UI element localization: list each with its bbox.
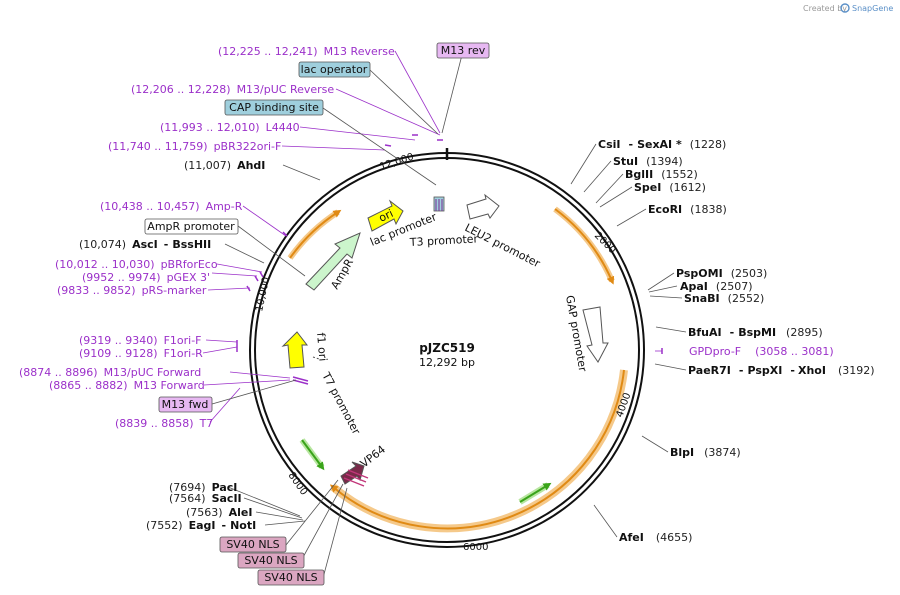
t7-promoter-label: T7 promoter — [319, 369, 363, 437]
primer-label[interactable]: (11,993 .. 12,010)L4440 — [160, 121, 300, 134]
enzyme-label[interactable]: AfeI(4655) — [619, 531, 692, 544]
sv40-nls-box-1[interactable] — [219, 536, 287, 553]
enzyme-label[interactable]: CsiI-SexAI *(1228) — [598, 138, 726, 151]
primer-label[interactable]: (10,012 .. 10,030)pBRforEco — [55, 258, 218, 271]
plasmid-length: 12,292 bp — [419, 356, 475, 369]
f1-ori-feature-arrow[interactable] — [281, 331, 309, 369]
m13-rev-label: M13 rev — [441, 44, 486, 57]
t3-promoter-marks — [435, 199, 443, 211]
cap-binding-site-label: CAP binding site — [229, 101, 319, 114]
enzyme-label[interactable]: (7694)PacI — [169, 481, 237, 494]
ampr-feature-arrow[interactable] — [305, 232, 361, 291]
orf-arrow-ampr — [289, 209, 342, 259]
sv40-nls-box-2[interactable] — [237, 552, 305, 569]
f1-ori-primer-marks — [312, 356, 323, 361]
enzyme-label[interactable]: (7563)AleI — [186, 506, 252, 519]
cap-binding-site-box[interactable] — [224, 99, 324, 116]
gap-promoter-arrow[interactable] — [582, 306, 609, 363]
plasmid-name: pJZC519 — [419, 341, 475, 355]
sv40-nls-label-1: SV40 NLS — [226, 538, 279, 551]
sv40-nls-label-2: SV40 NLS — [244, 554, 297, 567]
orf-arrow-leu2 — [554, 208, 615, 285]
credit-prefix: Created by — [803, 4, 847, 13]
primer-label-gpdpro[interactable]: GPDpro-F(3058 .. 3081) — [689, 345, 834, 358]
vp64-label: VP64 — [358, 443, 388, 471]
sv40-nls-box-3[interactable] — [257, 569, 325, 586]
orf-arrow-large — [329, 369, 625, 530]
tick-12000: 12,000 — [379, 152, 416, 173]
lac-operator-label: lac operator — [301, 63, 368, 76]
orf-arrow-green-1 — [519, 482, 552, 503]
enzyme-label[interactable]: PspOMI(2503) — [676, 267, 767, 280]
primer-label[interactable]: (11,740 .. 11,759)pBR322ori-F — [108, 140, 281, 153]
credit-brand: SnapGene — [852, 4, 893, 13]
primer-label[interactable]: (9952 .. 9974)pGEX 3' — [82, 271, 210, 284]
primer-label[interactable]: (8874 .. 8896)M13/pUC Forward — [19, 366, 201, 379]
primer-label[interactable]: (9319 .. 9340)F1ori-F — [79, 334, 202, 347]
tick-10000: 10,000 — [254, 276, 272, 313]
lac-operator-box[interactable] — [298, 61, 371, 78]
ori-label: ori — [377, 207, 395, 225]
sv40-nls-marks — [343, 469, 369, 487]
gap-promoter-label: GAP promoter — [563, 294, 589, 373]
primer-label[interactable]: (9833 .. 9852)pRS-marker — [57, 284, 207, 297]
primer-site-marks — [236, 134, 663, 354]
primer-leader-lines — [202, 50, 662, 423]
primer-label[interactable]: (12,225 .. 12,241)M13 Reverse — [218, 45, 395, 58]
snapgene-logo-icon — [840, 3, 850, 13]
orf-arrow-green-2 — [301, 439, 325, 471]
enzyme-label[interactable]: EcoRI(1838) — [648, 203, 727, 216]
m13-fwd-marks — [292, 376, 309, 385]
leu2-promoter-arrow[interactable] — [466, 193, 500, 220]
enzyme-label[interactable]: BglII(1552) — [625, 168, 698, 181]
primer-label[interactable]: (12,206 .. 12,228)M13/pUC Reverse — [131, 83, 334, 96]
f1-ori-label: f1 ori — [314, 332, 329, 362]
enzyme-label[interactable]: (10,074)AscI-BssHII — [79, 238, 211, 251]
m13-fwd-box[interactable] — [158, 396, 213, 413]
t3-promoter-label: T3 promoter — [408, 232, 478, 249]
enzyme-label[interactable]: PaeR7I-PspXI-XhoI(3192) — [688, 364, 875, 377]
ori-feature-arrow[interactable] — [367, 199, 404, 232]
enzyme-labels-right: CsiI-SexAI *(1228) StuI(1394) BglII(1552… — [598, 138, 875, 544]
primer-label[interactable]: (10,438 .. 10,457)Amp-R — [100, 200, 243, 213]
leu2-promoter-label: LEU2 promoter — [463, 221, 543, 270]
enzyme-leader-lines — [224, 143, 687, 538]
enzyme-label[interactable]: BlpI(3874) — [670, 446, 741, 459]
enzyme-label[interactable]: (7564)SacII — [169, 492, 242, 505]
primer-labels-left: (12,225 .. 12,241)M13 Reverse (12,206 ..… — [19, 45, 395, 430]
sv40-nls-label-3: SV40 NLS — [264, 571, 317, 584]
enzyme-label[interactable]: ApaI(2507) — [680, 280, 752, 293]
enzyme-label[interactable]: SpeI(1612) — [634, 181, 706, 194]
ampr-promoter-label: AmpR promoter — [147, 220, 235, 233]
orf-highlight-arc-3 — [287, 209, 340, 260]
primer-label[interactable]: (8865 .. 8882)M13 Forward — [49, 379, 205, 392]
tick-8000: 8000 — [286, 470, 310, 497]
m13-rev-box[interactable] — [436, 42, 490, 59]
misc-leader-lines — [211, 50, 464, 579]
enzyme-label[interactable]: SnaBI(2552) — [684, 292, 764, 305]
m13-fwd-label: M13 fwd — [162, 398, 209, 411]
primer-label[interactable]: (8839 .. 8858)T7 — [115, 417, 213, 430]
ampr-promoter-box[interactable] — [144, 218, 239, 235]
enzyme-label[interactable]: BfuAI-BspMI(2895) — [688, 326, 823, 339]
tick-6000: 6000 — [463, 542, 488, 553]
enzyme-label[interactable]: (11,007)AhdI — [184, 159, 265, 172]
enzyme-label[interactable]: StuI(1394) — [613, 155, 683, 168]
enzyme-labels-left: (11,007)AhdI (10,074)AscI-BssHII (7694)P… — [79, 159, 265, 532]
enzyme-label[interactable]: (7552)EagI-NotI — [146, 519, 256, 532]
primer-label[interactable]: (9109 .. 9128)F1ori-R — [79, 347, 203, 360]
